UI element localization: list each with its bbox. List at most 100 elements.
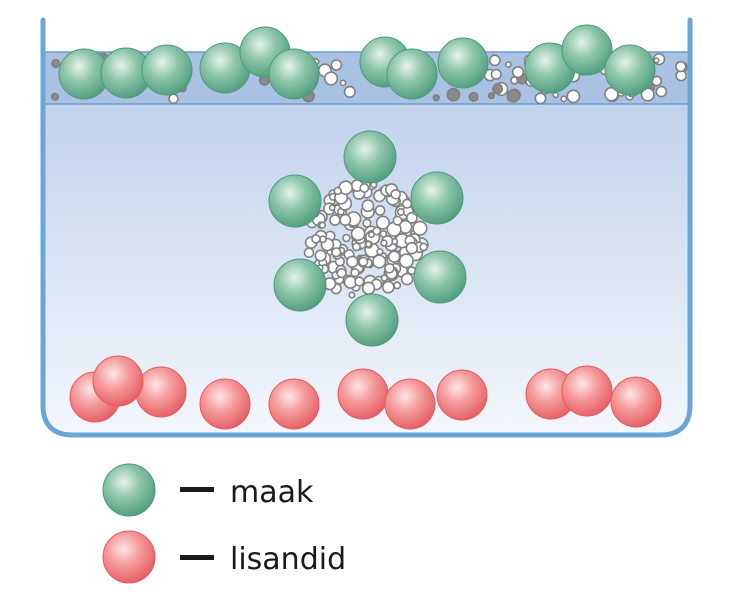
- foam-bubble: [432, 93, 440, 102]
- air-bubble: [405, 211, 418, 224]
- gangue-particle: [384, 378, 436, 430]
- foam-bubble: [339, 79, 347, 87]
- foam-bubble: [50, 92, 60, 101]
- foam-bubble: [446, 87, 461, 102]
- legend-red-particle: [102, 530, 156, 584]
- legend-green-particle: [102, 463, 156, 517]
- foam-bubble: [560, 95, 568, 103]
- foam-bubble: [487, 92, 496, 100]
- air-bubble: [391, 238, 399, 246]
- foam-bubble: [323, 71, 339, 86]
- air-bubble: [372, 226, 382, 236]
- foam-bubble: [490, 68, 502, 80]
- gangue-particle: [610, 376, 662, 428]
- air-bubble: [329, 214, 341, 226]
- gangue-particle: [561, 365, 613, 417]
- foam-bubble: [655, 85, 668, 98]
- air-bubble: [351, 242, 361, 252]
- air-bubble: [380, 239, 388, 247]
- air-bubble: [354, 276, 365, 287]
- mineral-particle: [268, 48, 320, 100]
- air-bubble: [376, 248, 384, 256]
- air-bubble: [392, 215, 403, 226]
- gangue-particle: [135, 366, 187, 418]
- foam-bubble: [468, 91, 479, 102]
- air-bubble: [364, 240, 372, 248]
- air-bubble: [339, 213, 352, 226]
- air-bubble: [314, 249, 327, 262]
- air-bubble: [361, 281, 376, 295]
- legend-label-green: maak: [230, 475, 314, 510]
- gangue-particle: [199, 378, 251, 430]
- foam-bubble: [492, 83, 504, 95]
- air-bubble: [348, 291, 356, 299]
- air-bubble: [328, 204, 336, 212]
- air-bubble: [336, 267, 347, 279]
- air-bubble: [419, 242, 429, 252]
- mineral-particle: [386, 48, 438, 100]
- air-bubble: [412, 220, 428, 236]
- gangue-particle: [436, 369, 488, 421]
- legend-dash-red: [180, 555, 214, 560]
- air-bubble: [400, 272, 414, 286]
- legend: maak lisandid: [102, 463, 346, 584]
- air-bubble: [393, 281, 402, 290]
- foam-bubble: [168, 93, 179, 104]
- air-bubble: [311, 234, 321, 244]
- mineral-particle: [141, 44, 193, 96]
- gangue-particle: [92, 355, 144, 407]
- air-bubble: [346, 255, 359, 268]
- sediment-particles: [69, 355, 662, 430]
- mineral-particle: [410, 171, 464, 225]
- air-bubble: [374, 204, 386, 216]
- air-bubble: [381, 280, 395, 294]
- air-bubble: [398, 253, 414, 269]
- air-bubble: [379, 230, 388, 238]
- mineral-particle: [343, 130, 397, 184]
- foam-bubble: [675, 60, 687, 73]
- air-bubble: [350, 268, 360, 278]
- foam-bubble: [504, 61, 512, 68]
- air-bubble: [390, 189, 402, 200]
- foam-bubble: [330, 59, 343, 71]
- mineral-particle: [268, 174, 322, 228]
- air-bubble: [342, 233, 351, 243]
- foam-bubble: [51, 58, 61, 69]
- gangue-particle: [337, 368, 389, 420]
- air-bubble: [331, 247, 342, 258]
- gangue-particle: [268, 378, 320, 430]
- air-bubble: [380, 274, 389, 282]
- foam-bubble: [534, 92, 547, 105]
- air-bubble: [396, 208, 405, 217]
- air-bubble: [372, 254, 387, 269]
- air-bubble: [361, 199, 375, 213]
- air-bubble: [375, 215, 391, 230]
- mineral-particle: [345, 293, 399, 347]
- bubble-cluster: [303, 177, 429, 299]
- vessel-border: [40, 17, 693, 438]
- cluster-particles: [268, 130, 467, 347]
- foam-particles: [58, 24, 656, 100]
- legend-dash-green: [180, 487, 214, 492]
- legend-label-red: lisandid: [230, 542, 346, 577]
- foam-bubble: [653, 57, 660, 64]
- air-bubble: [405, 241, 419, 255]
- air-bubble: [387, 250, 401, 264]
- mineral-particle: [604, 44, 656, 96]
- air-bubble: [362, 218, 372, 228]
- air-bubble: [319, 235, 327, 244]
- foam-bubble: [511, 65, 525, 79]
- foam-bubble: [566, 89, 581, 104]
- mineral-particle: [561, 24, 613, 76]
- foam-bubble: [506, 89, 520, 103]
- air-bubble: [402, 198, 413, 209]
- mineral-particle: [437, 37, 489, 89]
- air-bubble: [333, 186, 342, 196]
- mineral-particle: [273, 258, 327, 312]
- foam-bubble: [343, 85, 356, 98]
- air-bubble: [318, 221, 327, 229]
- air-bubble: [350, 226, 366, 241]
- mineral-particle: [413, 250, 467, 304]
- air-bubble: [359, 183, 370, 194]
